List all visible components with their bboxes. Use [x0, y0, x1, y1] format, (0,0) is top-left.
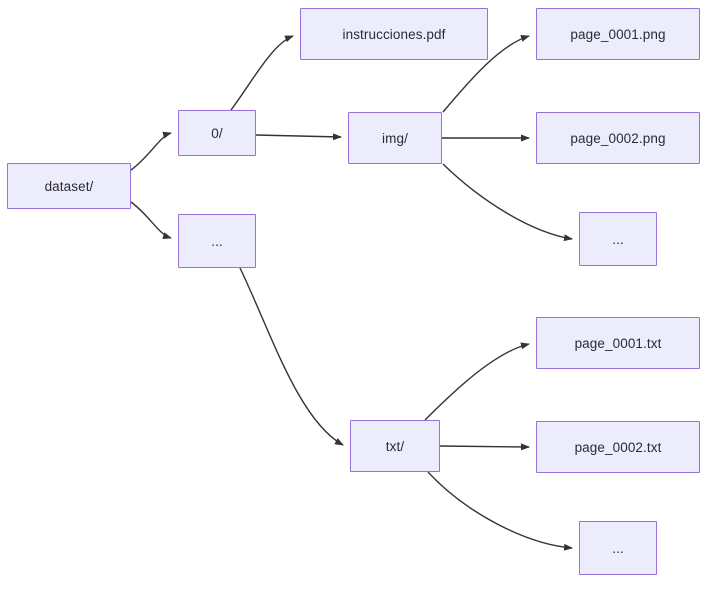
node-zero[interactable]: 0/ [178, 110, 256, 156]
node-label-img: img/ [382, 130, 408, 146]
node-ellipsis_txt[interactable]: ... [579, 521, 657, 575]
node-dataset[interactable]: dataset/ [7, 163, 131, 209]
node-label-png2: page_0002.png [570, 130, 666, 146]
node-img[interactable]: img/ [348, 112, 442, 164]
node-png2[interactable]: page_0002.png [536, 112, 700, 164]
edge-txt-to-txt2 [439, 443, 530, 451]
node-instrucciones[interactable]: instrucciones.pdf [300, 8, 488, 60]
edge-dataset-to-ellipsis_top [130, 201, 172, 239]
edge-img-to-png1 [442, 35, 530, 113]
edge-txt-to-txt1 [424, 342, 530, 421]
node-label-txt: txt/ [385, 438, 405, 454]
edge-zero-to-instrucciones [230, 35, 294, 111]
edge-txt-to-ellipsis_txt [427, 471, 573, 551]
node-txt2[interactable]: page_0002.txt [536, 421, 700, 473]
node-txt[interactable]: txt/ [350, 420, 440, 472]
edge-dataset-to-zero [130, 131, 172, 171]
node-label-zero: 0/ [211, 125, 223, 141]
node-label-ellipsis_txt: ... [612, 540, 624, 556]
edge-img-to-ellipsis_img [442, 163, 573, 242]
node-txt1[interactable]: page_0001.txt [536, 317, 700, 369]
node-ellipsis_img[interactable]: ... [579, 212, 657, 266]
edge-zero-to-img [255, 133, 342, 141]
node-label-ellipsis_img: ... [612, 231, 624, 247]
node-label-instrucciones: instrucciones.pdf [342, 26, 446, 42]
node-ellipsis_top[interactable]: ... [178, 214, 256, 268]
node-label-dataset: dataset/ [44, 178, 94, 194]
node-label-png1: page_0001.png [570, 26, 666, 42]
edge-ellipsis_top-to-txt [239, 267, 344, 446]
node-label-ellipsis_top: ... [211, 233, 223, 249]
node-png1[interactable]: page_0001.png [536, 8, 700, 60]
node-label-txt2: page_0002.txt [574, 439, 662, 455]
node-label-txt1: page_0001.txt [574, 335, 662, 351]
